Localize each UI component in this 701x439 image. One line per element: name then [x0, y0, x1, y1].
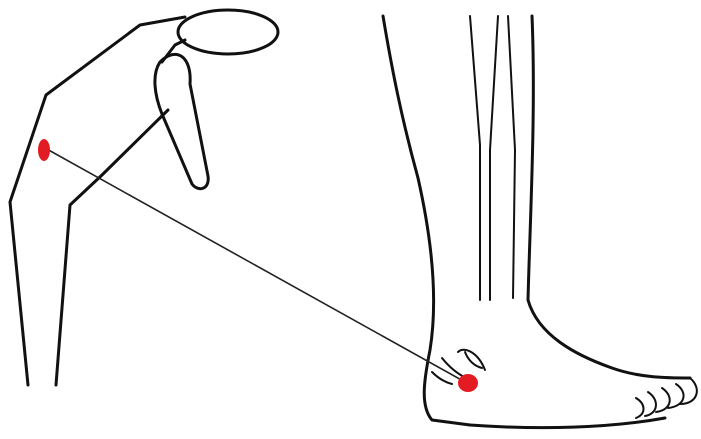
- fibula-line: [508, 16, 515, 298]
- patella-shape: [155, 54, 208, 188]
- connector-line: [45, 148, 465, 382]
- calf-back-contour: [383, 16, 470, 425]
- femoral-condyle-shape: [178, 10, 278, 54]
- toe-5: [636, 398, 644, 418]
- thigh-outer-contour: [10, 17, 185, 385]
- toe-4: [645, 392, 656, 416]
- sole-contour: [470, 418, 665, 428]
- ankle-point-marker: [458, 374, 478, 392]
- tibia-line-left: [470, 16, 480, 300]
- knee-drawing: [10, 10, 278, 385]
- tibia-line-right: [490, 16, 498, 300]
- shin-front-contour: [528, 16, 690, 378]
- knee-point-marker: [38, 139, 50, 161]
- foot-drawing: [383, 16, 697, 428]
- knee-underside-contour: [56, 110, 168, 385]
- toes: [636, 378, 697, 418]
